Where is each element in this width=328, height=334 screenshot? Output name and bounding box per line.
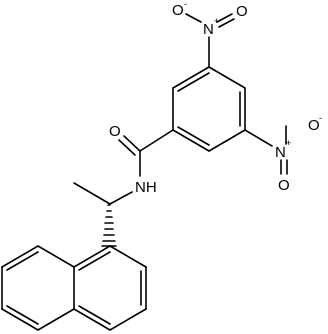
dinitrophenyl-ring: [172, 66, 246, 152]
atom-o-nitro-right-bottom: O: [278, 177, 290, 194]
svg-text:N: N: [203, 21, 214, 38]
nitro-group-right: [244, 125, 288, 175]
svg-text:-: -: [184, 0, 187, 9]
svg-text:O: O: [236, 3, 248, 20]
atom-n-nitro-top: N +: [203, 16, 219, 38]
amide-linkage: [109, 129, 174, 205]
atom-o-nitro-top-left: O -: [172, 0, 187, 19]
svg-text:O: O: [172, 2, 184, 19]
svg-text:NH: NH: [135, 179, 157, 196]
stereocenter: [73, 182, 117, 247]
nitro-group-top: [185, 13, 235, 68]
svg-text:+: +: [286, 138, 291, 148]
svg-text:-: -: [319, 113, 322, 123]
svg-text:O: O: [308, 117, 320, 134]
svg-text:+: +: [214, 16, 219, 26]
atom-o-nitro-right-top: O -: [308, 113, 322, 134]
atom-o-carbonyl: O: [109, 123, 121, 140]
svg-text:O: O: [278, 177, 290, 194]
atom-nh-amide: NH: [135, 179, 157, 196]
svg-text:N: N: [275, 144, 286, 161]
atom-n-nitro-right: N +: [275, 138, 291, 161]
atom-o-nitro-top-right: O: [236, 3, 248, 20]
svg-text:O: O: [109, 123, 121, 140]
naphthalene-ring: [1, 245, 147, 331]
